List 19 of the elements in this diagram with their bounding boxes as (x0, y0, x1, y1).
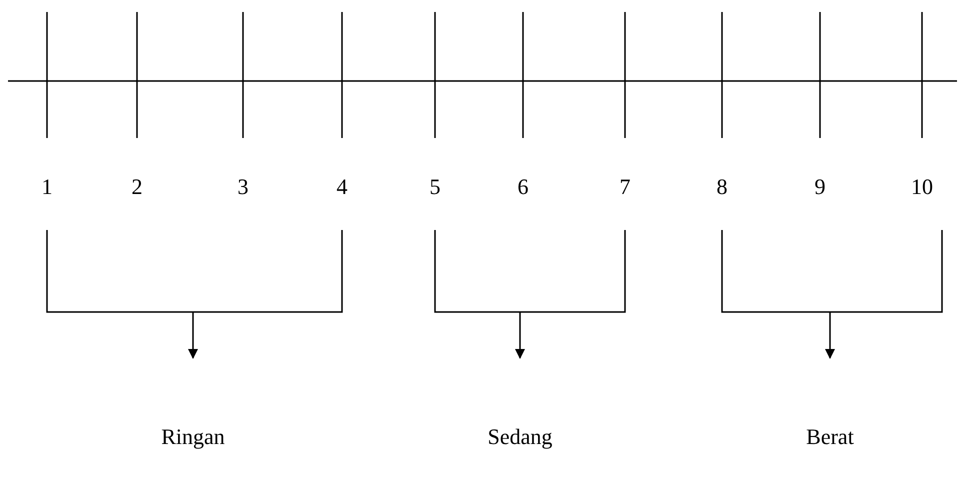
category-label: Berat (806, 424, 854, 450)
bracket (721, 230, 943, 313)
arrow (515, 312, 525, 359)
scale-number: 5 (430, 174, 440, 200)
bracket (434, 230, 626, 313)
scale-number: 10 (911, 174, 933, 200)
scale-number: 2 (132, 174, 142, 200)
scale-number: 9 (814, 174, 826, 200)
scale-number: 8 (716, 174, 728, 200)
category-label: Ringan (161, 424, 225, 450)
scale-number: 6 (518, 174, 528, 200)
scale-number: 4 (336, 174, 348, 200)
scale-number: 1 (42, 174, 52, 200)
arrow (188, 312, 198, 359)
arrow (825, 312, 835, 359)
scale-number: 3 (238, 174, 248, 200)
category-label: Sedang (488, 424, 552, 450)
scale-number: 7 (620, 174, 630, 200)
bracket (46, 230, 343, 313)
